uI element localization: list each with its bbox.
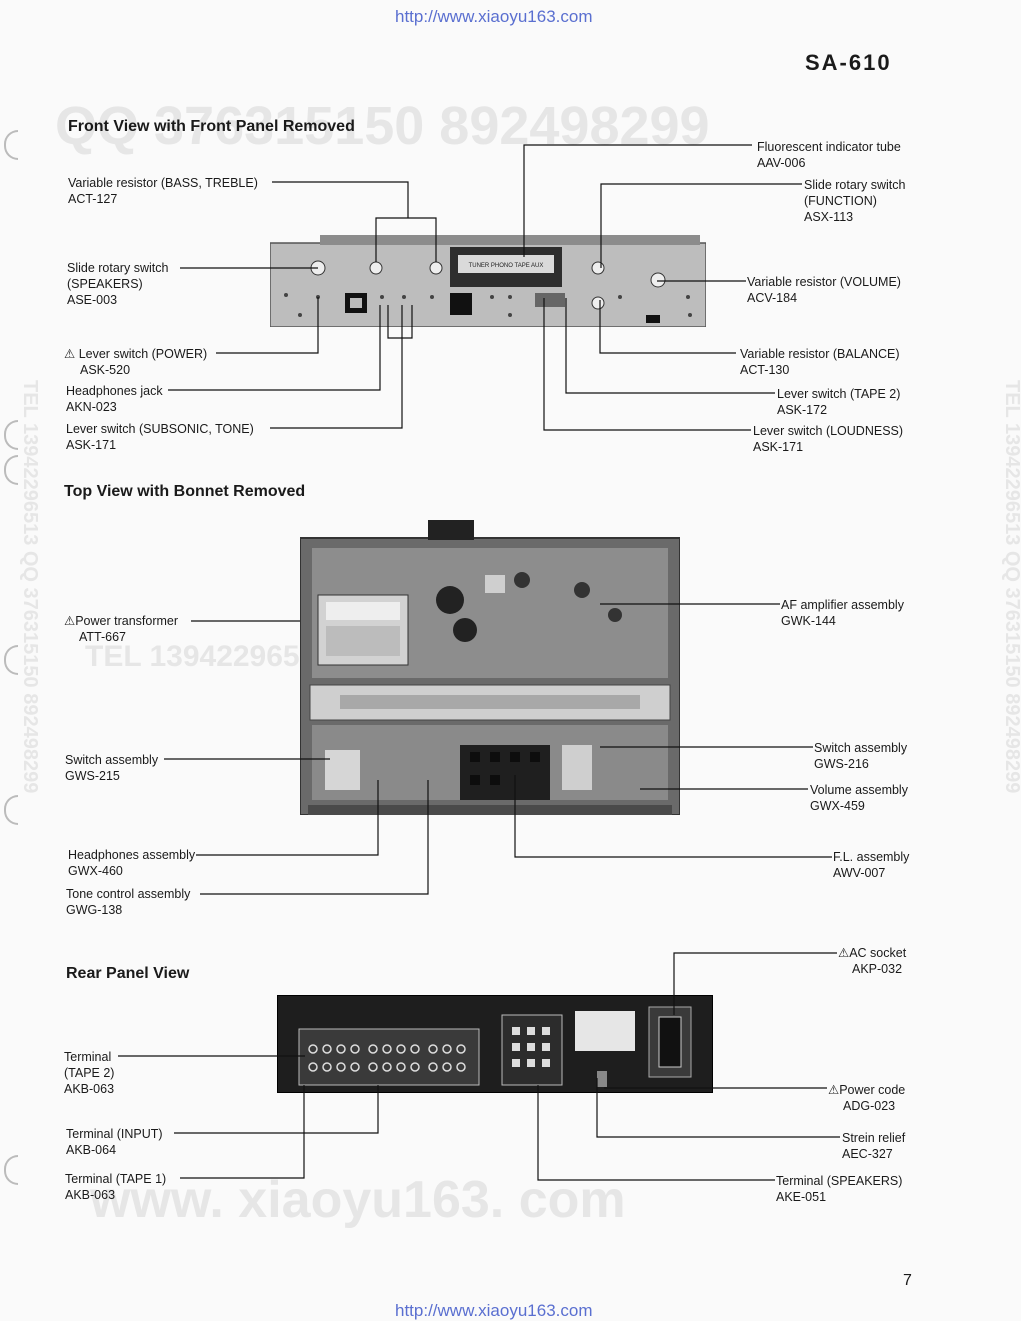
label-terminal-speakers: Terminal (SPEAKERS)AKE-051 bbox=[776, 1174, 903, 1204]
front-panel-image: TUNER PHONO TAPE AUX bbox=[270, 235, 706, 327]
watermark-site: www. xiaoyu163. com bbox=[90, 1171, 626, 1229]
label-power-transformer: ⚠Power transformer ATT-667 bbox=[64, 614, 179, 644]
warning-icon: ⚠ bbox=[838, 946, 850, 960]
binder-hole bbox=[4, 795, 18, 825]
source-url-top[interactable]: http://www.xiaoyu163.com bbox=[395, 7, 593, 26]
label-lever-tape2: Lever switch (TAPE 2)ASK-172 bbox=[777, 387, 901, 417]
watermark-side-right: TEL 13942296513 QQ 376315150 892498299 bbox=[1001, 380, 1021, 794]
label-variable-volume: Variable resistor (VOLUME)ACV-184 bbox=[747, 275, 901, 305]
label-variable-balance: Variable resistor (BALANCE)ACT-130 bbox=[740, 347, 900, 377]
binder-hole bbox=[4, 455, 18, 485]
label-lever-power: ⚠ Lever switch (POWER) ASK-520 bbox=[64, 347, 208, 377]
watermark-side-left: TEL 13942296513 QQ 376315150 892498299 bbox=[19, 380, 41, 794]
label-lever-subsonic: Lever switch (SUBSONIC, TONE)ASK-171 bbox=[66, 422, 254, 452]
section-title-rear: Rear Panel View bbox=[66, 965, 190, 982]
label-terminal-tape1: Terminal (TAPE 1)AKB-063 bbox=[65, 1172, 167, 1202]
top-view-image bbox=[300, 520, 680, 815]
rear-panel-image bbox=[277, 995, 713, 1093]
label-slide-speakers: Slide rotary switch(SPEAKERS)ASE-003 bbox=[67, 261, 169, 307]
label-terminal-tape2: Terminal(TAPE 2)AKB-063 bbox=[64, 1050, 115, 1096]
source-url-bottom[interactable]: http://www.xiaoyu163.com bbox=[395, 1301, 593, 1320]
label-slide-function: Slide rotary switch(FUNCTION)ASX-113 bbox=[804, 178, 906, 224]
display-text: TUNER PHONO TAPE AUX bbox=[469, 263, 544, 269]
section-title-top: Top View with Bonnet Removed bbox=[64, 483, 306, 500]
warning-icon: ⚠ bbox=[64, 614, 76, 628]
binder-hole bbox=[4, 420, 18, 450]
page-number: 7 bbox=[903, 1272, 912, 1289]
label-variable-bass-treble: Variable resistor (BASS, TREBLE)ACT-127 bbox=[68, 176, 258, 206]
section-title-front: Front View with Front Panel Removed bbox=[68, 118, 355, 135]
label-lever-loudness: Lever switch (LOUDNESS)ASK-171 bbox=[753, 424, 904, 454]
warning-icon: ⚠ bbox=[64, 347, 76, 361]
model-number: SA-610 bbox=[805, 50, 892, 75]
warning-icon: ⚠ bbox=[828, 1083, 840, 1097]
label-power-code: ⚠Power code ADG-023 bbox=[828, 1083, 906, 1113]
label-terminal-input: Terminal (INPUT)AKB-064 bbox=[66, 1127, 163, 1157]
binder-hole bbox=[4, 645, 18, 675]
binder-hole bbox=[4, 1155, 18, 1185]
label-ac-socket: ⚠AC socket AKP-032 bbox=[838, 946, 907, 976]
binder-hole bbox=[4, 130, 18, 160]
